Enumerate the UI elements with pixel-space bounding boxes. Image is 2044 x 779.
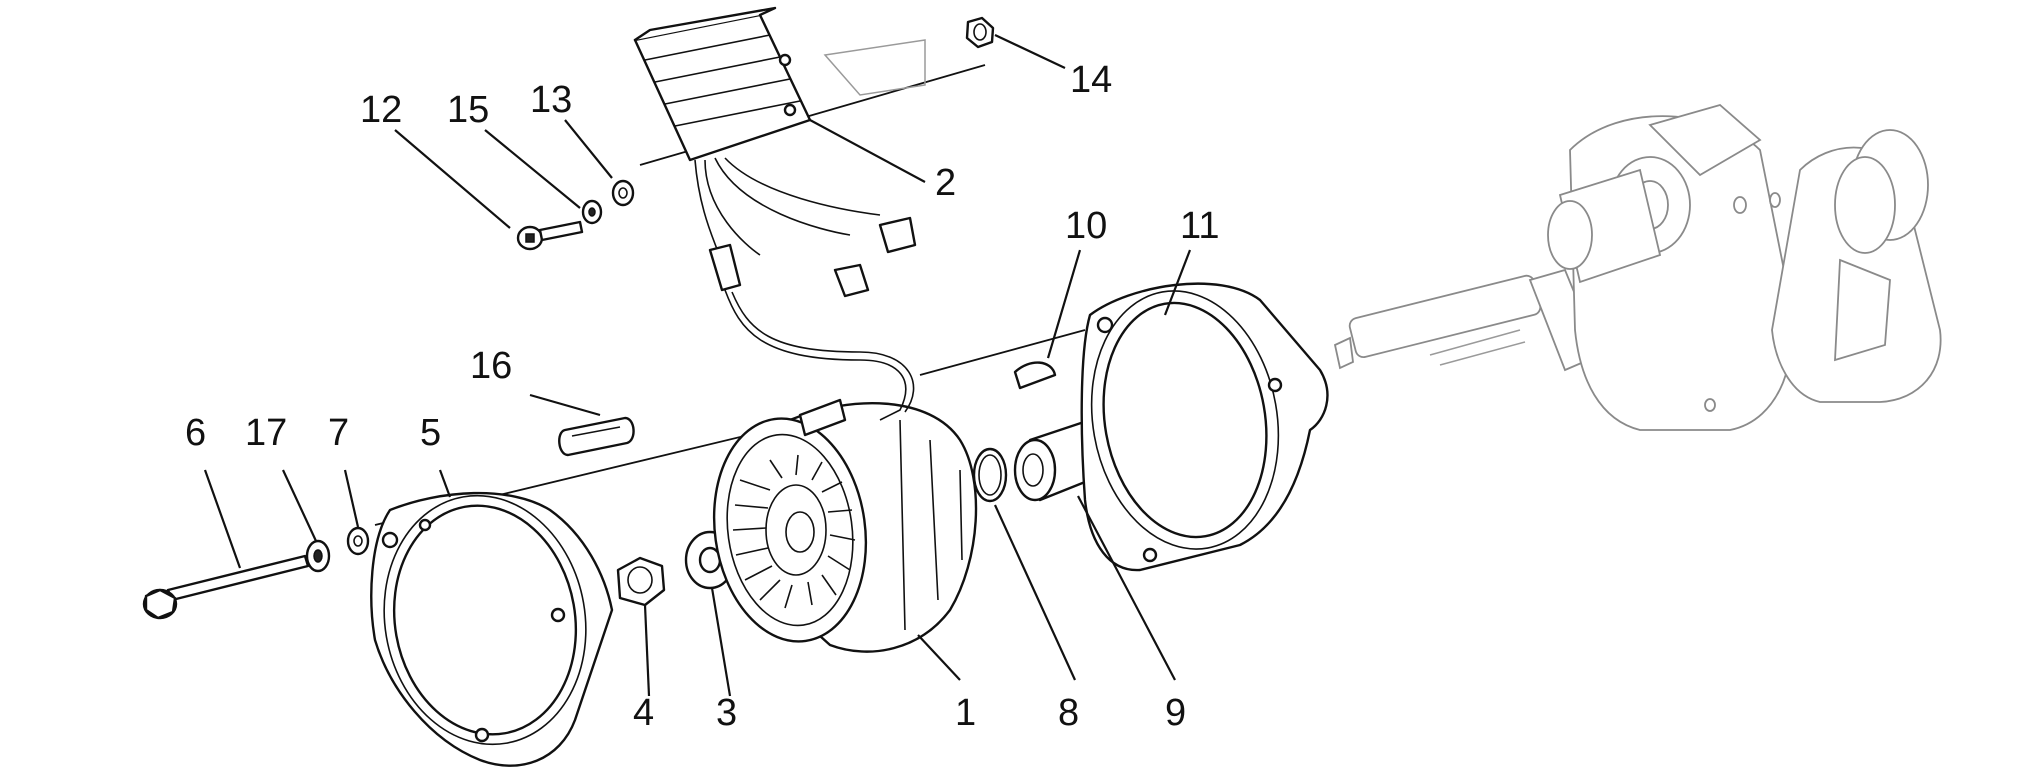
- part-13-washer: [611, 179, 635, 207]
- part-15-washer: [581, 199, 603, 225]
- part-10-key: [1013, 361, 1057, 390]
- callout-13: 13: [530, 79, 572, 121]
- part-8-circlip: [972, 447, 1008, 503]
- callout-7: 7: [328, 412, 349, 454]
- part-6-bolt: [142, 554, 310, 620]
- callout-16: 16: [470, 345, 512, 387]
- callout-11: 11: [1180, 205, 1219, 247]
- callout-14: 14: [1070, 59, 1112, 101]
- part-17-washer: [305, 539, 331, 573]
- callout-8: 8: [1058, 692, 1079, 734]
- part-7-washer: [346, 526, 370, 556]
- callout-12: 12: [360, 89, 402, 131]
- part-4-nut: [616, 556, 666, 607]
- part-11-rear-cover: [1080, 282, 1329, 572]
- callout-15: 15: [447, 89, 489, 131]
- crankshaft: [1333, 104, 1942, 431]
- callout-3: 3: [716, 692, 737, 734]
- callout-2: 2: [935, 162, 956, 204]
- part-14-nut: [823, 16, 995, 96]
- callout-4: 4: [633, 692, 654, 734]
- callout-17: 17: [245, 412, 287, 454]
- part-16-grommet: [558, 416, 635, 457]
- callout-5: 5: [420, 412, 441, 454]
- callout-1: 1: [955, 692, 976, 734]
- leader-lines: [203, 34, 1192, 697]
- callout-9: 9: [1165, 692, 1186, 734]
- callout-labels: 12 15 13 14 2 10 11 16 6 17 7 5 4 3 1 8 …: [185, 59, 1219, 734]
- part-1-stator-rotor: [712, 398, 978, 653]
- callout-10: 10: [1065, 205, 1107, 247]
- callout-6: 6: [185, 412, 206, 454]
- part-5-front-cover: [370, 491, 614, 767]
- part-2-voltage-regulator: [633, 6, 917, 421]
- part-12-screw: [516, 220, 584, 251]
